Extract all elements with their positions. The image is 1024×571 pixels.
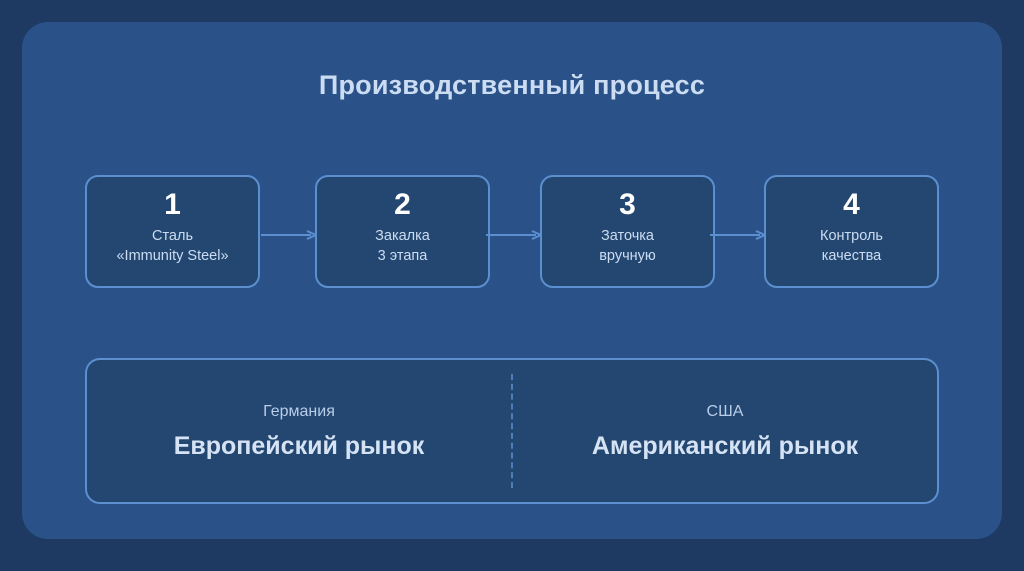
- step-caption-line-1: Закалка: [375, 228, 430, 244]
- market-name: Американский рынок: [591, 431, 859, 460]
- step-caption-line-2: 3 этапа: [377, 248, 428, 264]
- market-country: Германия: [263, 402, 335, 420]
- infographic-panel: Производственный процесс 1 Сталь «Immuni…: [22, 22, 1002, 539]
- markets-divider: [511, 374, 513, 488]
- step-caption-line-2: вручную: [599, 248, 656, 264]
- market-name: Европейский рынок: [173, 431, 425, 460]
- process-step-card-2: 2 Закалка 3 этапа: [315, 175, 490, 288]
- step-caption-line-1: Сталь: [151, 228, 194, 244]
- arrow-right-icon: [710, 230, 766, 240]
- process-step-card-1: 1 Сталь «Immunity Steel»: [85, 175, 260, 288]
- step-caption-line-2: «Immunity Steel»: [116, 248, 229, 264]
- step-number: 4: [843, 188, 860, 221]
- step-caption-line-1: Контроль: [820, 228, 883, 244]
- step-number: 3: [619, 188, 636, 221]
- step-caption: Заточка вручную: [599, 226, 656, 266]
- step-number: 1: [164, 188, 181, 221]
- market-block-american: США Американский рынок: [513, 360, 937, 502]
- step-number: 2: [394, 188, 411, 221]
- arrow-right-icon: [261, 230, 317, 240]
- market-block-european: Германия Европейский рынок: [87, 360, 511, 502]
- markets-panel: Германия Европейский рынок США Американс…: [85, 358, 939, 504]
- step-caption: Контроль качества: [820, 226, 883, 266]
- arrow-right-icon: [486, 230, 542, 240]
- process-step-card-4: 4 Контроль качества: [764, 175, 939, 288]
- step-caption: Закалка 3 этапа: [375, 226, 430, 266]
- market-country: США: [706, 402, 744, 420]
- step-caption-line-2: качества: [821, 248, 882, 264]
- page-title: Производственный процесс: [318, 70, 706, 100]
- process-steps-row: 1 Сталь «Immunity Steel» 2 Закалка 3 эта…: [85, 175, 939, 288]
- step-caption: Сталь «Immunity Steel»: [116, 226, 228, 266]
- step-caption-line-1: Заточка: [600, 228, 654, 244]
- process-step-card-3: 3 Заточка вручную: [540, 175, 715, 288]
